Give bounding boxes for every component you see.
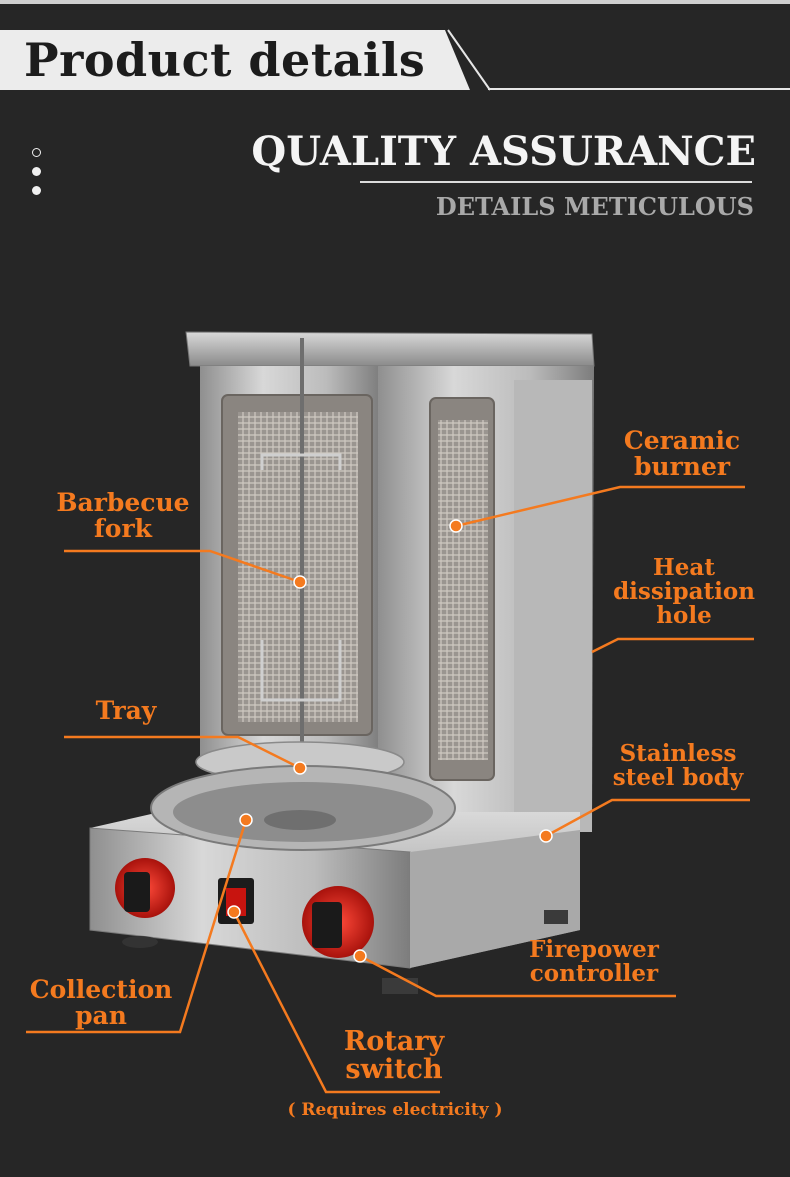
label-line: controller xyxy=(529,960,659,988)
label-ceramic-burner: Ceramic burner xyxy=(620,426,744,482)
label-line: dissipation xyxy=(613,578,755,606)
label-firepower: Firepower controller xyxy=(524,936,664,988)
label-line: Collection xyxy=(29,975,173,1004)
label-line: Ceramic xyxy=(623,426,741,455)
label-line: Barbecue xyxy=(56,488,190,517)
label-line: hole xyxy=(656,602,712,630)
label-collection-pan: Collection pan xyxy=(26,975,176,1031)
top-border xyxy=(0,0,790,4)
label-line: steel body xyxy=(612,764,744,792)
section-title: QUALITY ASSURANCE xyxy=(251,128,756,175)
label-barbecue-fork: Barbecue fork xyxy=(50,488,196,544)
decorative-dots xyxy=(32,148,41,205)
label-line: Firepower xyxy=(529,936,659,963)
label-line: fork xyxy=(94,514,152,544)
dot-icon xyxy=(32,148,41,157)
product-image xyxy=(89,331,595,994)
label-rotary-switch: Rotary switch xyxy=(330,1026,458,1086)
label-stainless-body: Stainless steel body xyxy=(606,740,750,792)
label-line: Stainless xyxy=(619,740,737,767)
label-line: burner xyxy=(633,452,731,482)
dot-icon xyxy=(32,167,41,176)
rotary-switch-note: ( Requires electricity ) xyxy=(287,1100,503,1120)
header-diagonal xyxy=(447,29,491,91)
label-line: switch xyxy=(345,1054,443,1086)
dot-icon xyxy=(32,186,41,195)
header-rule xyxy=(488,88,790,90)
section-subtitle: DETAILS METICULOUS xyxy=(435,192,754,221)
label-line: Rotary xyxy=(343,1026,445,1057)
label-line: Tray xyxy=(95,696,157,725)
label-line: pan xyxy=(75,1001,127,1031)
section-rule xyxy=(360,181,752,183)
label-tray: Tray xyxy=(86,696,166,725)
label-heat-dissipation: Heat dissipation hole xyxy=(610,554,758,630)
page-title: Product details xyxy=(24,33,426,87)
header-band xyxy=(0,30,470,90)
label-line: Heat xyxy=(653,554,715,581)
